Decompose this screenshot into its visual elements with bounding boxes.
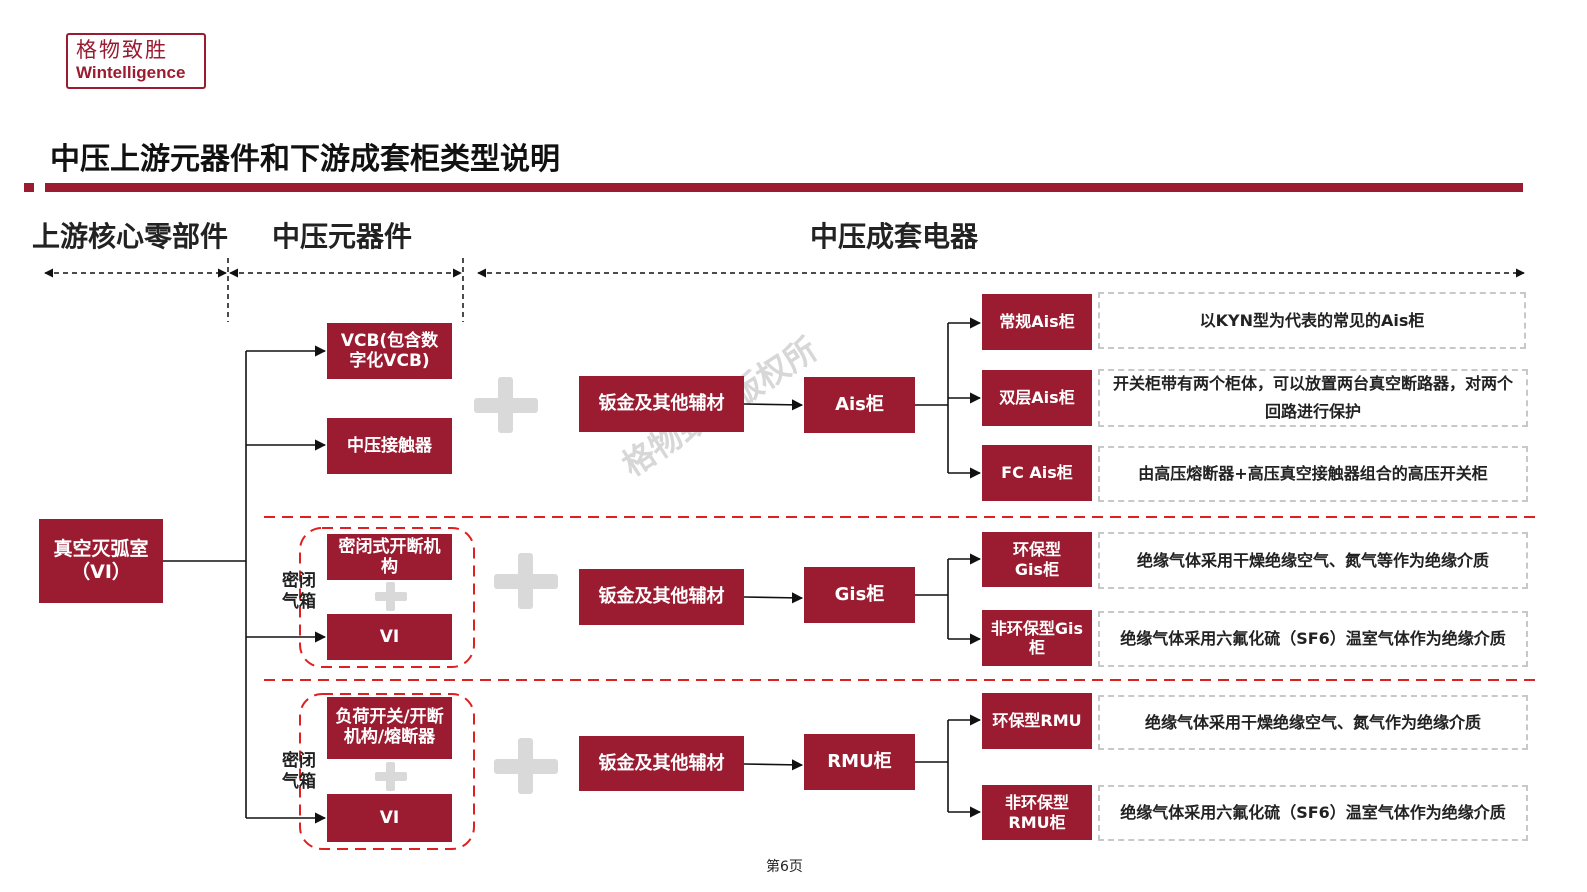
logo-en: Wintelligence bbox=[76, 63, 186, 82]
desc-gis-eco: 绝缘气体采用干燥绝缘空气、氮气等作为绝缘介质 bbox=[1098, 532, 1528, 589]
title-bar-left bbox=[24, 183, 34, 192]
cabinet-ais-box: Ais柜 bbox=[804, 377, 915, 433]
source-vi-box: 真空灭弧室（VI） bbox=[39, 519, 163, 603]
column-upstream: 上游核心零部件 bbox=[32, 220, 229, 253]
aux-ais-box: 钣金及其他辅材 bbox=[579, 376, 744, 432]
type-box-ais-double: 双层Ais柜 bbox=[982, 370, 1092, 426]
plus-icons bbox=[375, 377, 558, 794]
contactor-box: 中压接触器 bbox=[327, 418, 452, 474]
column-switchgear: 中压成套电器 bbox=[810, 220, 979, 253]
type-box-gis-eco: 环保型Gis柜 bbox=[982, 532, 1092, 587]
type-box-ais-fc: FC Ais柜 bbox=[982, 445, 1092, 501]
column-components: 中压元器件 bbox=[272, 220, 413, 253]
logo-cn: 格物致胜 bbox=[76, 38, 168, 62]
desc-ais-fc: 由高压熔断器+高压真空接触器组合的高压开关柜 bbox=[1098, 446, 1528, 502]
vcb-box: VCB(包含数字化VCB) bbox=[327, 323, 452, 379]
logo: 格物致胜 Wintelligence bbox=[66, 33, 206, 89]
rmu-vi-box: VI bbox=[327, 794, 452, 842]
cabinet-gis-box: Gis柜 bbox=[804, 567, 915, 623]
desc-ais-double: 开关柜带有两个柜体，可以放置两台真空断路器，对两个回路进行保护 bbox=[1098, 369, 1528, 427]
type-box-rmu-eco: 环保型RMU bbox=[982, 693, 1092, 749]
aux-gis-box: 钣金及其他辅材 bbox=[579, 569, 744, 625]
gis-sealed-box-label: 密闭气箱 bbox=[282, 571, 316, 612]
title-bar bbox=[45, 183, 1523, 192]
type-box-rmu-non-eco: 非环保型RMU柜 bbox=[982, 785, 1092, 840]
page-title: 中压上游元器件和下游成套柜类型说明 bbox=[50, 142, 560, 177]
gis-mechanism-box: 密闭式开断机构 bbox=[327, 534, 452, 580]
desc-rmu-eco: 绝缘气体采用干燥绝缘空气、氮气作为绝缘介质 bbox=[1098, 695, 1528, 750]
page-number: 第6页 bbox=[766, 859, 803, 875]
rmu-mechanism-box: 负荷开关/开断机构/熔断器 bbox=[327, 697, 452, 759]
cabinet-rmu-box: RMU柜 bbox=[804, 734, 915, 790]
type-box-ais-standard: 常规Ais柜 bbox=[982, 294, 1092, 350]
desc-rmu-non-eco: 绝缘气体采用六氟化硫（SF6）温室气体作为绝缘介质 bbox=[1098, 785, 1528, 841]
gis-vi-box: VI bbox=[327, 614, 452, 660]
type-box-gis-non-eco: 非环保型Gis柜 bbox=[982, 610, 1092, 666]
rmu-sealed-box-label: 密闭气箱 bbox=[282, 751, 316, 792]
aux-rmu-box: 钣金及其他辅材 bbox=[579, 736, 744, 791]
desc-ais-standard: 以KYN型为代表的常见的Ais柜 bbox=[1098, 292, 1526, 349]
desc-gis-non-eco: 绝缘气体采用六氟化硫（SF6）温室气体作为绝缘介质 bbox=[1098, 611, 1528, 667]
